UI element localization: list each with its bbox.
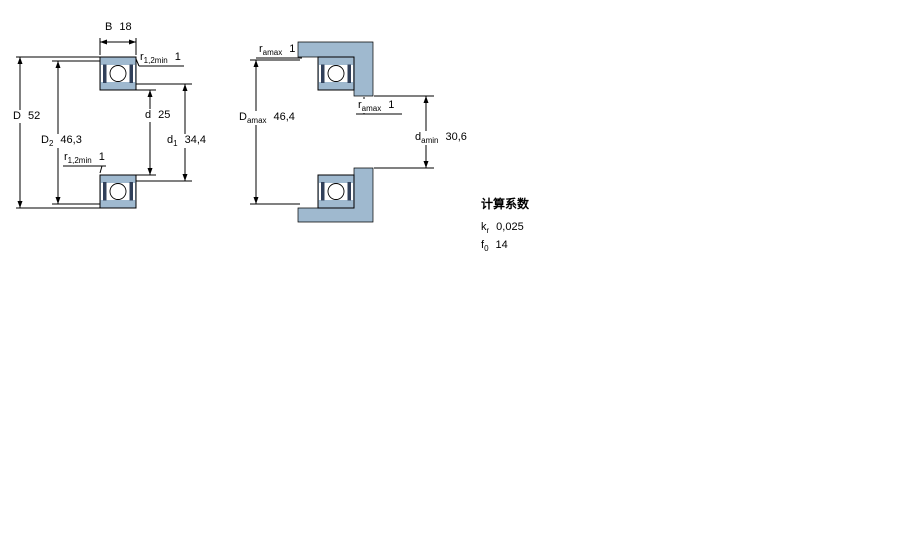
- arrowhead: [182, 84, 188, 91]
- left-figure: [16, 38, 192, 209]
- right-arrowheads: [253, 60, 429, 204]
- bearing-section-top-right: [317, 56, 355, 91]
- arrowhead: [129, 39, 136, 45]
- arrowhead: [253, 60, 259, 67]
- seal: [103, 182, 107, 201]
- arrowhead: [147, 90, 153, 97]
- bearing-section-bottom-right: [317, 174, 355, 209]
- left-leader-lines: [63, 58, 184, 174]
- seal: [129, 64, 133, 83]
- bearing-section-top: [99, 56, 137, 91]
- leader-line: [99, 165, 103, 174]
- left-arrowheads: [17, 39, 188, 208]
- arrowhead: [423, 96, 429, 103]
- ball: [327, 183, 345, 200]
- arrowhead: [17, 201, 23, 208]
- arrowhead: [55, 61, 61, 68]
- arrowhead: [253, 197, 259, 204]
- arrowhead: [182, 174, 188, 181]
- left-dimension-lines: [16, 38, 192, 209]
- seal: [321, 182, 325, 201]
- ball: [109, 183, 127, 200]
- arrowhead: [100, 39, 107, 45]
- seal: [129, 182, 133, 201]
- arrowhead: [55, 197, 61, 204]
- seal: [321, 64, 325, 83]
- seal: [103, 64, 107, 83]
- bearing-section-bottom: [99, 174, 137, 209]
- ball: [109, 65, 127, 82]
- right-dimension-lines: [250, 59, 434, 205]
- arrowhead: [147, 168, 153, 175]
- arrowhead: [423, 161, 429, 168]
- seal: [347, 182, 351, 201]
- calculation-factors-title: 计算系数: [481, 197, 530, 211]
- right-figure: [250, 41, 434, 223]
- seal: [347, 64, 351, 83]
- arrowhead: [17, 57, 23, 64]
- ball: [327, 65, 345, 82]
